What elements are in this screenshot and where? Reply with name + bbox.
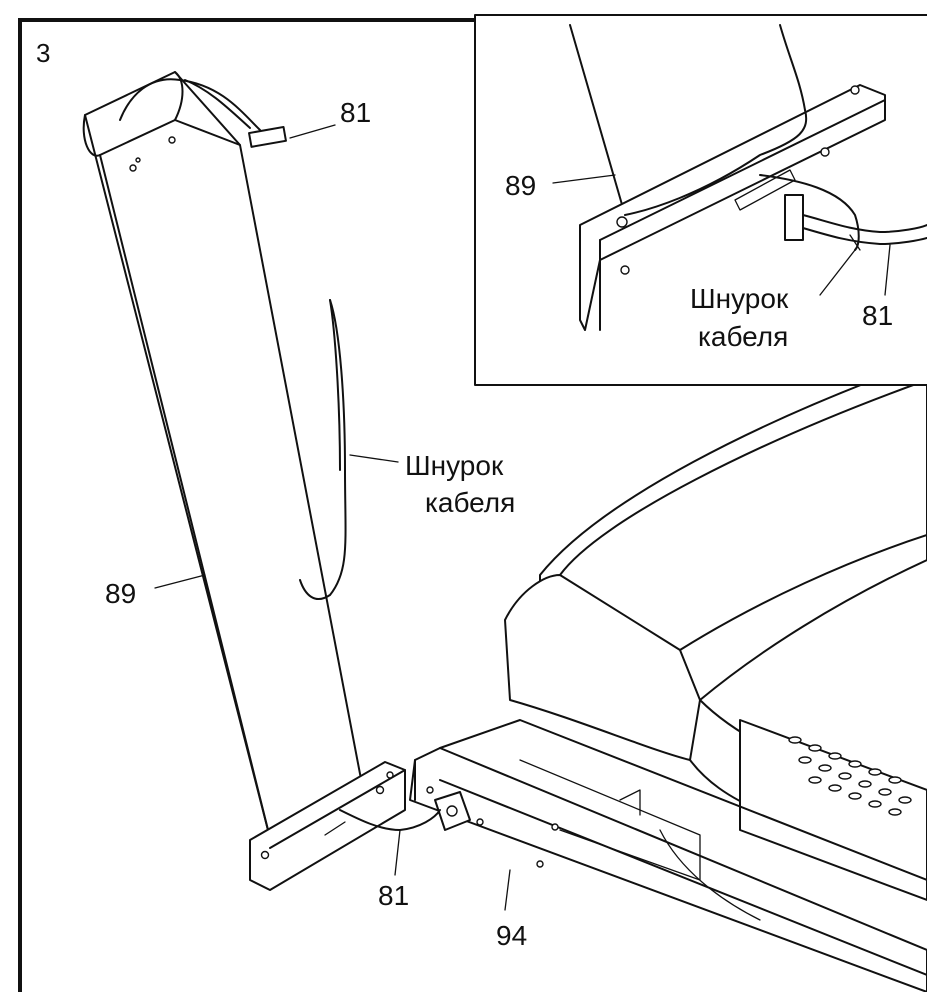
label-wire-tie-line1: Шнурок: [405, 450, 504, 481]
label-wire-tie: Шнурок кабеля: [405, 450, 515, 518]
inset-label-wire-tie-line2: кабеля: [698, 321, 788, 352]
inset-label-wire-tie: Шнурок кабеля: [690, 283, 796, 352]
upright-foot: [249, 761, 406, 891]
deck-holes: [788, 736, 912, 816]
upright-body: [84, 71, 366, 839]
inset-panel: [474, 14, 927, 386]
leader-lines: [154, 124, 891, 911]
inset-label-wire-tie-line1: Шнурок: [690, 283, 789, 314]
hood-front: [504, 574, 701, 761]
inset-bracket: [579, 84, 886, 331]
deck: [739, 719, 927, 901]
label-lower-81: 81: [378, 880, 409, 911]
treadmill-base: [409, 359, 927, 992]
upright-tube: [82, 71, 441, 891]
inset-label-81: 81: [862, 300, 893, 331]
inset-connector: [784, 194, 804, 241]
base-frame-rail: [409, 747, 927, 992]
label-base-94: 94: [496, 920, 527, 951]
inset-cable: [802, 214, 927, 233]
inset-label-89: 89: [505, 170, 536, 201]
wire-tie: [299, 299, 347, 600]
label-upper-81: 81: [340, 97, 371, 128]
label-upright-89: 89: [105, 578, 136, 609]
upper-cable: [119, 78, 261, 131]
step-number: 3: [36, 38, 50, 68]
upper-connector: [248, 125, 287, 148]
label-wire-tie-line2: кабеля: [425, 487, 515, 518]
